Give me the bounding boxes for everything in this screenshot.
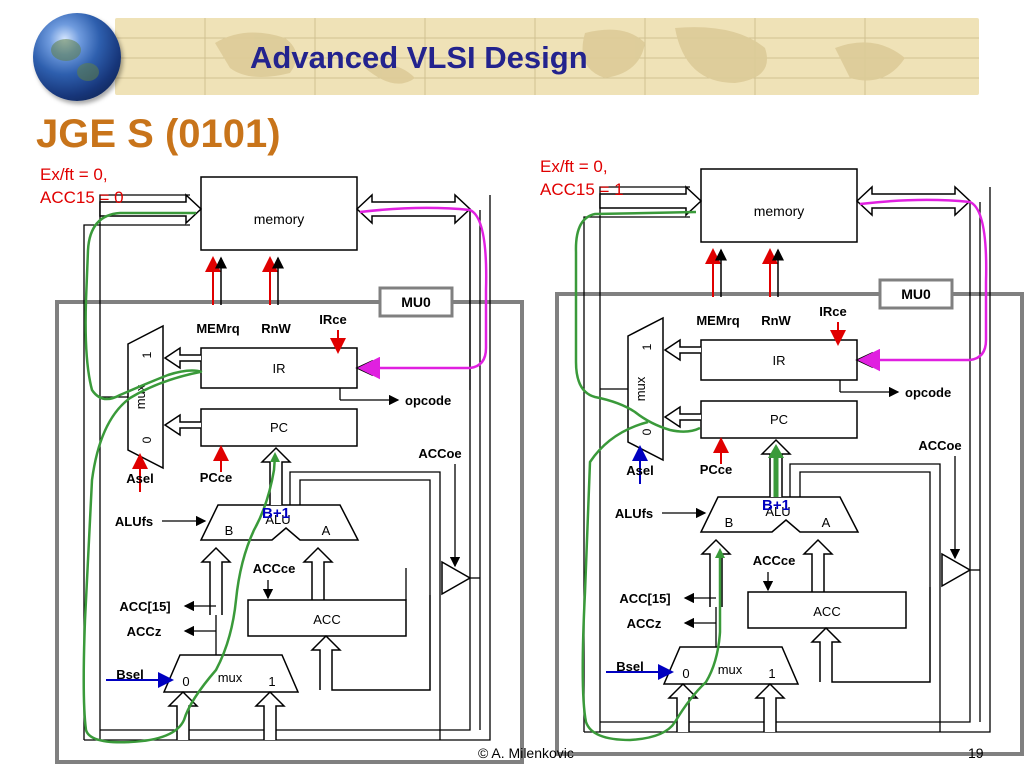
ir-register [200,347,358,389]
ir-label-right: IR [773,353,786,368]
footer-author: © A. Milenkovic [478,745,574,761]
mu0-label-right: MU0 [901,286,931,302]
mux-input-1-label: 1 [140,351,154,358]
world-map-banner [115,18,979,95]
right-condition-line2: ACC15 = 1 [540,180,624,199]
pc-label-right: PC [770,412,788,427]
mux-input-0-label: 0 [140,436,154,443]
pc-increment-label: B+1 [262,505,290,522]
alu-block-right [699,496,860,533]
rnw-label-right: RnW [761,313,791,328]
right-datapath: MU0 memory MEMrq RnW IR IRce opcode PC [555,168,1024,756]
mu0-label: MU0 [401,294,431,310]
acc-register-right [747,591,907,629]
alu-label: ALU [265,512,290,527]
opcode-label-right: opcode [905,385,951,400]
pc-register-right [700,400,858,439]
acc15-label: ACC[15] [119,599,170,614]
alufs-label-right: ALUfs [615,506,653,521]
acc-label: ACC [313,612,340,627]
asel-label: Asel [126,471,153,486]
alu-a-label: A [322,523,331,538]
memrq-label-right: MEMrq [696,313,739,328]
right-condition-line1: Ex/ft = 0, [540,157,608,176]
left-datapath: MU0 memory MEMrq RnW IR IRce [55,176,524,764]
alu-block [199,504,360,541]
mu0-frame-right [555,292,1024,756]
left-green-path [82,211,277,744]
accoe-label: ACCoe [418,446,461,461]
footer-page-number: 19 [968,745,984,761]
left-magenta-path [357,206,488,380]
bsel-label: Bsel [116,667,143,682]
bmux-input-1-label: 1 [268,674,275,689]
left-condition-line2: ACC15 = 0 [40,188,124,207]
mu0-label-box [378,286,454,318]
ir-label: IR [273,361,286,376]
pcce-label-right: PCce [700,462,733,477]
bmux-input-1-label-right: 1 [768,666,775,681]
right-condition: Ex/ft = 0, ACC15 = 1 [540,155,624,201]
accce-label: ACCce [253,561,296,576]
accce-label-right: ACCce [753,553,796,568]
right-magenta-path [857,198,988,372]
tristate-buffer-right [941,552,972,588]
header-banner: Advanced VLSI Design [0,0,1024,101]
accz-label-right: ACCz [627,616,662,631]
memrq-label: MEMrq [196,321,239,336]
asel-label-right: Asel [626,463,653,478]
bmux-label: mux [218,670,243,685]
bmux-input-0-label-right: 0 [682,666,689,681]
memory-block-right [700,168,858,243]
opcode-label: opcode [405,393,451,408]
alufs-label: ALUfs [115,514,153,529]
course-title: Advanced VLSI Design [250,40,588,75]
pcce-label: PCce [200,470,233,485]
slide-title: JGE S (0101) [36,112,281,156]
memory-label-right: memory [754,203,805,219]
left-condition-line1: Ex/ft = 0, [40,165,108,184]
ir-register-right [700,339,858,381]
mu0-frame [55,300,524,764]
address-mux [127,324,164,470]
mux-input-0-label-right: 0 [640,428,654,435]
rnw-label: RnW [261,321,291,336]
tristate-buffer [441,560,472,596]
accoe-label-right: ACCoe [918,438,961,453]
alu-b-label: B [225,523,234,538]
acc-register [247,599,407,637]
alu-label-right: ALU [765,504,790,519]
accz-label: ACCz [127,624,162,639]
acc-label-right: ACC [813,604,840,619]
memory-block [200,176,358,251]
acc15-label-right: ACC[15] [619,591,670,606]
pc-register [200,408,358,447]
pc-increment-label-right: B+1 [762,497,790,514]
bmux-input-0-label: 0 [182,674,189,689]
map-gridlines [115,18,979,95]
mux-label-right: mux [633,376,648,401]
alu-a-label-right: A [822,515,831,530]
globe-logo [33,13,121,101]
irce-label: IRce [319,312,346,327]
right-green-path [574,210,722,742]
pc-label: PC [270,420,288,435]
memory-label: memory [254,211,305,227]
left-condition: Ex/ft = 0, ACC15 = 0 [40,163,124,209]
mux-input-1-label-right: 1 [640,343,654,350]
alu-b-label-right: B [725,515,734,530]
irce-label-right: IRce [819,304,846,319]
bmux-label-right: mux [718,662,743,677]
bsel-label-right: Bsel [616,659,643,674]
